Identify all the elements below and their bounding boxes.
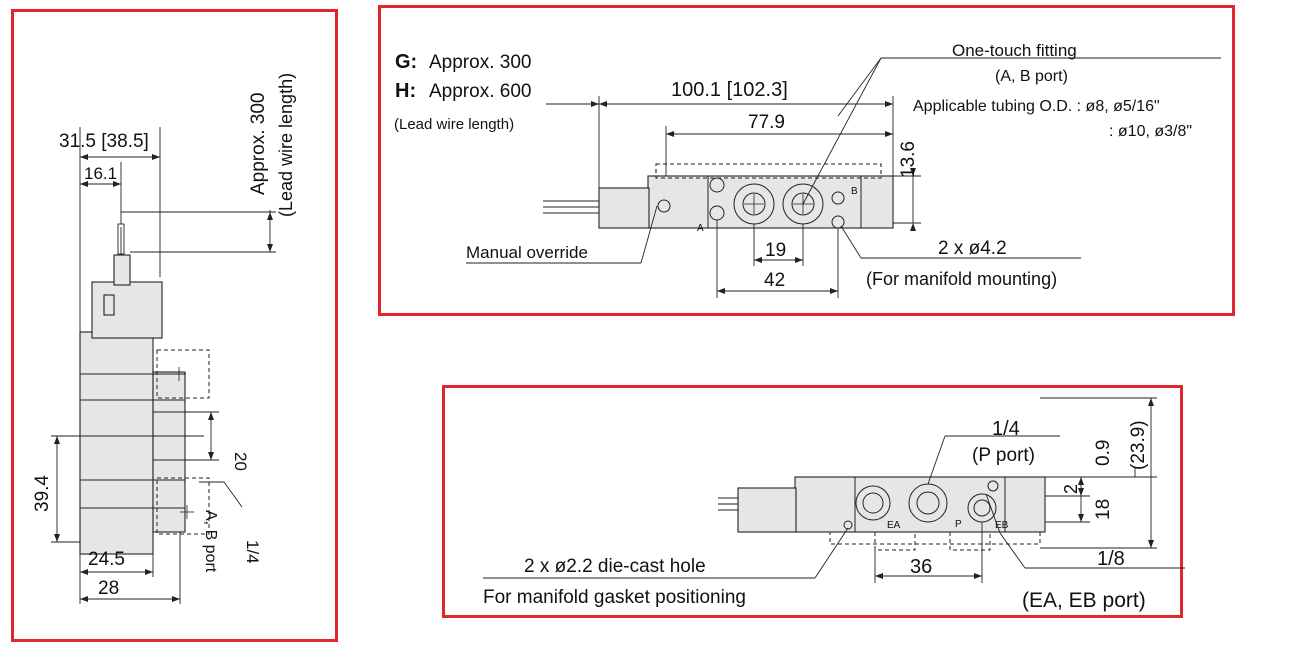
front-arrowheads — [875, 398, 1154, 579]
dim-pitch: 19 — [765, 240, 786, 261]
h-value: Approx. 600 — [429, 81, 531, 102]
dim-height-39: 39.4 — [32, 475, 53, 512]
front-view-panel: 1/4 (P port) 0.9 (23.9) 2 18 36 1/8 (EA,… — [442, 385, 1185, 618]
dim-width-24: 24.5 — [88, 549, 125, 570]
port-b-label: B — [851, 186, 858, 197]
fitting-ports: (A, B port) — [995, 68, 1068, 85]
g-value: Approx. 300 — [429, 52, 531, 73]
port-ea-label: EA — [887, 520, 901, 531]
dim-width-16: 16.1 — [84, 164, 117, 183]
mount-holes-note: (For manifold mounting) — [866, 269, 1057, 289]
fitting-title: One-touch fitting — [952, 41, 1077, 60]
mount-holes-label: 2 x ø4.2 — [938, 238, 1007, 259]
front-dimension-lines — [483, 397, 1185, 583]
dim-overall-width: 31.5 [38.5] — [59, 131, 149, 152]
dim-mount-pitch: 42 — [764, 270, 785, 291]
tubing-line-1: Applicable tubing O.D. : ø8, ø5/16" — [913, 98, 1160, 115]
gasket-holes: 2 x ø2.2 die-cast hole — [524, 556, 706, 577]
top-view-panel: G: Approx. 300 H: Approx. 600 (Lead wire… — [378, 5, 1235, 316]
label-thread-quarter: 1/4 — [243, 540, 262, 564]
top-lead-wires — [543, 200, 599, 214]
h-key: H: — [395, 80, 416, 102]
dim-body-length: 77.9 — [748, 112, 785, 133]
dim-18: 18 — [1093, 499, 1114, 520]
p-port: (P port) — [972, 445, 1035, 466]
side-view-panel: 31.5 [38.5] 16.1 Approx. 300 (Lead wire … — [11, 9, 338, 642]
side-arrowheads — [54, 154, 273, 602]
valve-side-body — [79, 254, 186, 555]
front-ports — [829, 477, 1041, 551]
side-center-marks — [172, 367, 194, 519]
g-key: G: — [395, 51, 417, 73]
side-fitting-outlines — [156, 349, 210, 535]
front-lead-wires — [718, 497, 738, 511]
port-eb-label: EB — [995, 520, 1009, 531]
valve-top-body — [598, 163, 894, 229]
dim-width-28: 28 — [98, 578, 119, 599]
port-a-label: A — [697, 223, 704, 234]
eb-port: (EA, EB port) — [1022, 589, 1146, 612]
dim-lead-wire: Approx. 300 — [248, 93, 269, 195]
top-arrowheads — [591, 101, 916, 294]
side-view-drawing: 31.5 [38.5] 16.1 Approx. 300 (Lead wire … — [32, 73, 296, 604]
p-thread: 1/4 — [992, 418, 1020, 440]
dim-height: 13.6 — [898, 141, 919, 178]
front-view-drawing: 1/4 (P port) 0.9 (23.9) 2 18 36 1/8 (EA,… — [483, 397, 1185, 612]
eb-thread: 1/8 — [1097, 548, 1125, 570]
label-ab-port: A, B port — [202, 510, 219, 573]
gasket-note: For manifold gasket positioning — [483, 587, 746, 608]
dim-36: 36 — [910, 556, 932, 578]
manual-override-label: Manual override — [466, 243, 588, 262]
tubing-line-2: : ø10, ø3/8" — [1109, 123, 1192, 140]
top-view-drawing: G: Approx. 300 H: Approx. 600 (Lead wire… — [394, 41, 1221, 298]
lead-wire-note: (Lead wire length) — [394, 116, 514, 133]
dim-0-9: 0.9 — [1093, 440, 1114, 466]
dim-overall-length: 100.1 [102.3] — [671, 79, 788, 101]
valve-side-details — [80, 223, 185, 509]
port-p-label: P — [955, 519, 962, 530]
dim-2: 2 — [1061, 484, 1081, 494]
dim-height-20: 20 — [231, 452, 250, 471]
dim-23-9: (23.9) — [1128, 420, 1149, 470]
dim-lead-wire-note: (Lead wire length) — [276, 73, 296, 217]
